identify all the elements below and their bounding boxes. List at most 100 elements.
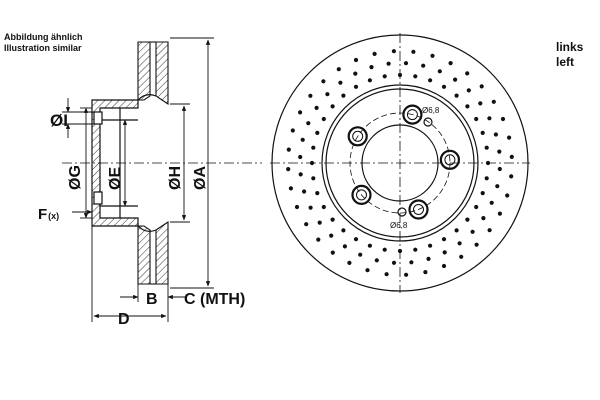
- drill-hole: [365, 268, 370, 273]
- drill-hole: [485, 160, 491, 166]
- drill-hole: [286, 147, 291, 152]
- hub-hat: [91, 94, 157, 232]
- drill-hole: [358, 252, 363, 257]
- note-english: Illustration similar: [4, 43, 82, 53]
- horizontal-dimensions: [91, 226, 186, 322]
- drill-hole: [316, 237, 321, 242]
- wheel-bolt-hole: [439, 149, 460, 170]
- drill-hole: [338, 80, 343, 85]
- drill-hole: [341, 93, 346, 98]
- drill-hole: [315, 191, 320, 196]
- wheel-bolt-hole: [413, 204, 424, 215]
- drill-hole: [479, 84, 484, 89]
- note-german: Abbildung ähnlich: [4, 32, 83, 42]
- drill-hole: [397, 248, 403, 254]
- locating-holes: [397, 117, 433, 217]
- drill-hole: [321, 204, 326, 210]
- drill-hole: [453, 77, 458, 82]
- drill-hole: [470, 229, 475, 234]
- drill-hole: [421, 63, 426, 68]
- dim-label-a: ØA: [192, 166, 209, 190]
- drill-hole: [304, 222, 309, 227]
- dim-label-c: C (MTH): [184, 291, 245, 308]
- wheel-bolt-hole: [406, 109, 418, 121]
- drill-hole: [491, 99, 496, 104]
- drill-hole: [321, 116, 326, 122]
- drill-hole: [507, 135, 512, 140]
- drill-hole: [459, 254, 464, 259]
- drill-hole: [413, 247, 418, 252]
- drill-hole: [493, 132, 498, 137]
- drill-hole: [330, 217, 335, 222]
- drill-hole: [367, 78, 372, 83]
- drill-hole: [474, 116, 479, 122]
- drill-hole: [448, 61, 453, 66]
- drill-hole: [466, 88, 471, 93]
- hole-label-bottom: Ø6,8: [390, 221, 408, 230]
- side-label-german: links: [556, 40, 584, 54]
- drill-hole: [341, 228, 346, 233]
- drill-hole: [403, 61, 409, 66]
- drill-hole: [372, 51, 377, 57]
- drill-hole: [441, 84, 447, 89]
- drill-hole: [311, 145, 316, 150]
- front-view: [270, 33, 530, 293]
- drill-hole: [484, 145, 489, 150]
- drill-hole: [391, 49, 396, 54]
- drill-hole: [487, 116, 492, 121]
- drill-hole: [314, 105, 319, 110]
- drill-hole: [288, 186, 293, 191]
- drill-hole: [480, 191, 485, 196]
- drill-hole: [329, 233, 334, 238]
- drill-hole: [308, 205, 313, 210]
- wheel-bolt-hole: [347, 126, 368, 147]
- drill-hole: [298, 154, 303, 160]
- wheel-bolt-hole: [444, 154, 456, 166]
- drill-hole: [311, 176, 316, 181]
- side-section-view: [62, 37, 262, 322]
- drill-hole: [497, 211, 502, 216]
- drill-hole: [330, 250, 335, 255]
- drill-hole: [484, 176, 489, 181]
- drill-hole: [474, 242, 479, 247]
- wheel-bolt-hole: [408, 199, 429, 220]
- drilled-holes: [286, 49, 514, 277]
- drill-hole: [465, 217, 470, 222]
- wheel-bolt-hole: [356, 189, 367, 201]
- drill-hole: [442, 250, 447, 255]
- drill-hole: [309, 160, 315, 166]
- drill-hole: [497, 166, 502, 172]
- drill-hole: [386, 61, 391, 66]
- drill-hole: [441, 263, 447, 269]
- drill-hole: [306, 121, 311, 126]
- drill-hole: [411, 49, 416, 54]
- drill-hole: [347, 260, 352, 265]
- drill-hole: [294, 204, 300, 210]
- drill-hole: [325, 92, 330, 97]
- drill-hole: [353, 237, 359, 242]
- drill-hole: [426, 256, 431, 261]
- dim-label-h: ØH: [167, 166, 184, 190]
- drill-hole: [457, 241, 462, 246]
- drill-hole: [505, 193, 510, 198]
- drill-hole: [423, 270, 428, 275]
- drill-hole: [342, 244, 347, 249]
- drill-hole: [474, 204, 479, 210]
- rotor-ring: [137, 41, 169, 285]
- wheel-bolt-hole: [352, 130, 364, 142]
- drill-hole: [298, 172, 303, 177]
- dim-label-i: ØI: [50, 111, 68, 130]
- drill-hole: [478, 101, 483, 106]
- drill-hole: [302, 189, 307, 194]
- drill-hole: [495, 184, 500, 189]
- drill-hole: [300, 137, 305, 142]
- drill-hole: [384, 272, 389, 277]
- wheel-bolt-holes: [347, 104, 460, 220]
- dim-label-e: ØE: [107, 167, 124, 190]
- drill-hole: [321, 79, 326, 84]
- drill-hole: [308, 93, 313, 98]
- drill-hole: [441, 237, 447, 242]
- wheel-bolt-hole: [351, 184, 372, 205]
